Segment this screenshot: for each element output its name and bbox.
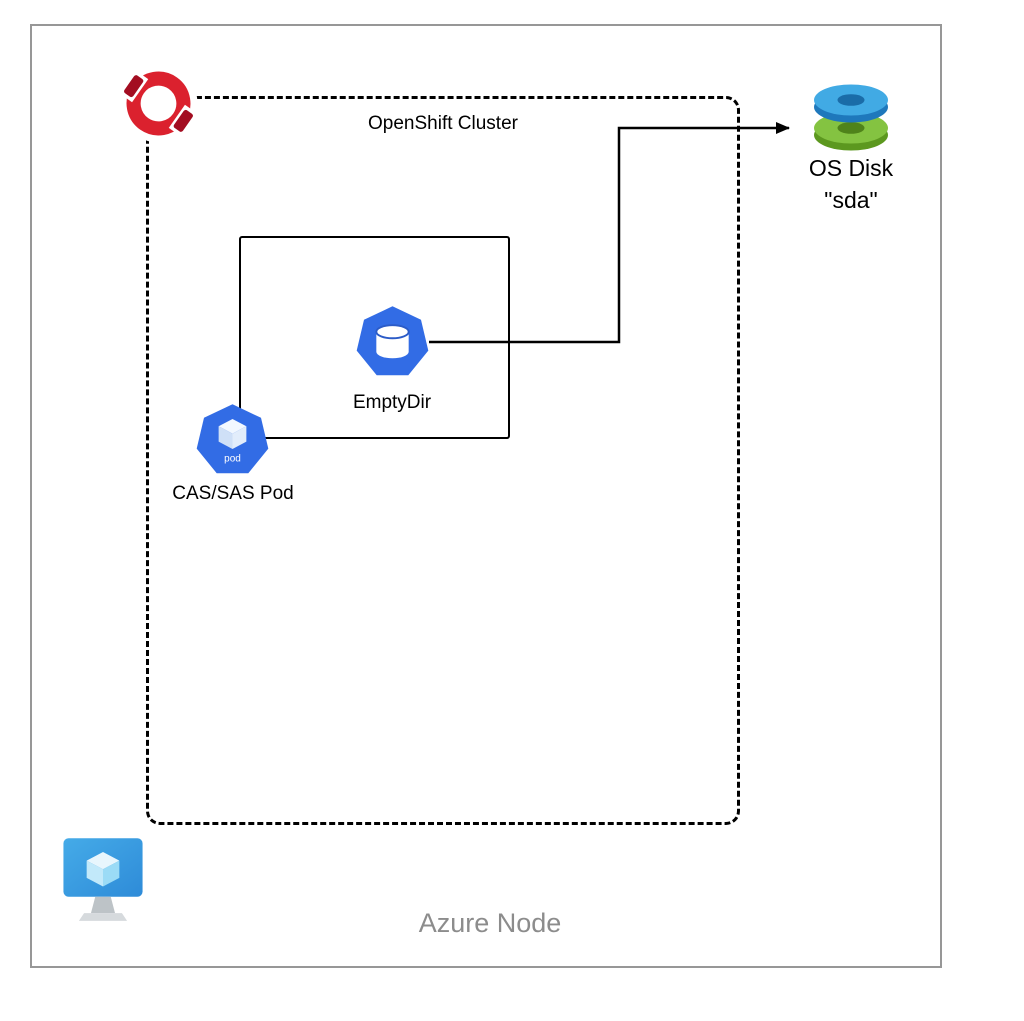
openshift-logo-icon [117,61,200,146]
os-disk-label-line2: "sda" [824,187,878,213]
azure-node-label: Azure Node [418,908,562,938]
cluster-label: OpenShift Cluster [368,113,518,134]
monitor-stand [90,896,116,914]
cylinder-top [375,324,410,340]
openshift-cluster-boundary [146,96,740,825]
os-disk-label-line1: OS Disk [808,155,894,181]
pod-label: CAS/SAS Pod [172,483,294,504]
pod-icon-text: pod [224,453,241,464]
kubernetes-pod-icon: pod [194,402,271,479]
emptydir-volume-icon [354,304,431,381]
cube-glyph [86,852,120,887]
cube-glyph [218,418,247,449]
monitor-base [78,913,128,921]
emptydir-label: EmptyDir [352,392,432,413]
disk-blue [814,84,888,123]
azure-disk-icon [801,71,901,158]
os-disk-label: OS Disk "sda" [793,152,909,216]
azure-node-icon [60,833,146,933]
